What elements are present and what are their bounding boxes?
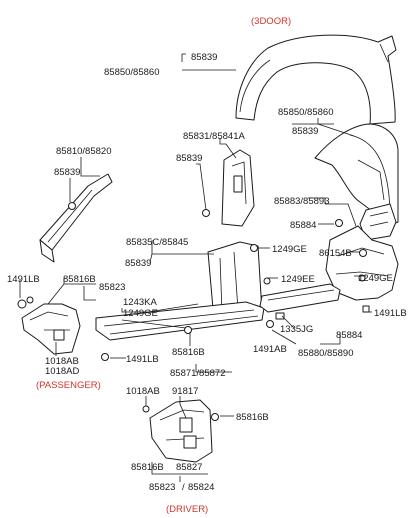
label-1335jg: 1335JG — [280, 324, 313, 335]
label-1018ab: 1018AB — [45, 356, 79, 367]
rear-quarter-upper-trim — [314, 123, 399, 241]
label-85827: 85827 — [176, 462, 202, 473]
section-3door: (3DOOR) — [251, 16, 291, 27]
label-85850-85860: 85850/85860 — [104, 67, 159, 78]
label-85816b: 85816B — [131, 462, 164, 473]
label-85810-85820: 85810/85820 — [56, 146, 111, 157]
label-86154b: 86154B — [319, 248, 352, 259]
section-passenger: (PASSENGER) — [36, 380, 101, 391]
section-labels: (3DOOR) (PASSENGER) (DRIVER) — [36, 16, 291, 515]
label-1491lb: 1491LB — [126, 354, 159, 365]
door-scuff-trim — [95, 301, 265, 341]
label-85850-85860: 85850/85860 — [278, 107, 333, 118]
cowl-side-trim-passenger — [21, 303, 81, 355]
label-1018ab: 1018AB — [126, 386, 160, 397]
center-pillar-upper-trim — [221, 149, 255, 227]
label-85816b: 85816B — [63, 274, 96, 285]
label-1249ge: 1249GE — [272, 244, 307, 255]
label-85884: 85884 — [290, 220, 316, 231]
label-85883-85893: 85883/85893 — [274, 196, 329, 207]
fasteners — [17, 202, 370, 421]
label-1243ka: 1243KA — [123, 297, 157, 308]
label-85823: 85823 — [99, 282, 125, 293]
rear-quarter-lower-trim — [325, 225, 399, 301]
label-85816b: 85816B — [236, 412, 269, 423]
quarter-arch-trim-3door — [235, 34, 397, 125]
label-91817: 91817 — [172, 386, 198, 397]
label-1249ee: 1249EE — [281, 274, 315, 285]
label-1249ge: 1249GE — [123, 308, 158, 319]
label-85839: 85839 — [125, 258, 151, 269]
label-1018ad: 1018AD — [45, 366, 79, 377]
front-pillar-trim — [39, 173, 113, 263]
label-85839: 85839 — [54, 167, 80, 178]
leader-lines — [19, 53, 372, 482]
label-85824: 85824 — [188, 482, 214, 493]
label-85823: 85823 — [149, 482, 175, 493]
part-number-labels: 85839 85850/85860 85850/85860 85839 8581… — [7, 52, 407, 493]
rear-scuff-trim — [259, 283, 341, 313]
label-85831-85841a: 85831/85841A — [183, 131, 245, 142]
label-85839: 85839 — [292, 126, 318, 137]
label-85871-85872: 85871/85872 — [170, 368, 225, 379]
label-85884: 85884 — [336, 330, 362, 341]
label-1491ab: 1491AB — [253, 344, 287, 355]
cowl-side-trim-driver — [149, 399, 213, 463]
label-85880-85890: 85880/85890 — [298, 348, 353, 359]
label-1249ge: 1249GE — [358, 273, 393, 284]
label-85839: 85839 — [176, 153, 202, 164]
label-1491lb: 1491LB — [7, 274, 40, 285]
label-1491lb: 1491LB — [374, 308, 407, 319]
label-85816b: 85816B — [172, 347, 205, 358]
label-85835c-85845: 85835C/85845 — [126, 237, 188, 248]
center-pillar-lower-trim — [207, 241, 263, 321]
label-85839: 85839 — [191, 52, 217, 63]
label-slash: / — [182, 482, 185, 493]
section-driver: (DRIVER) — [166, 504, 208, 515]
